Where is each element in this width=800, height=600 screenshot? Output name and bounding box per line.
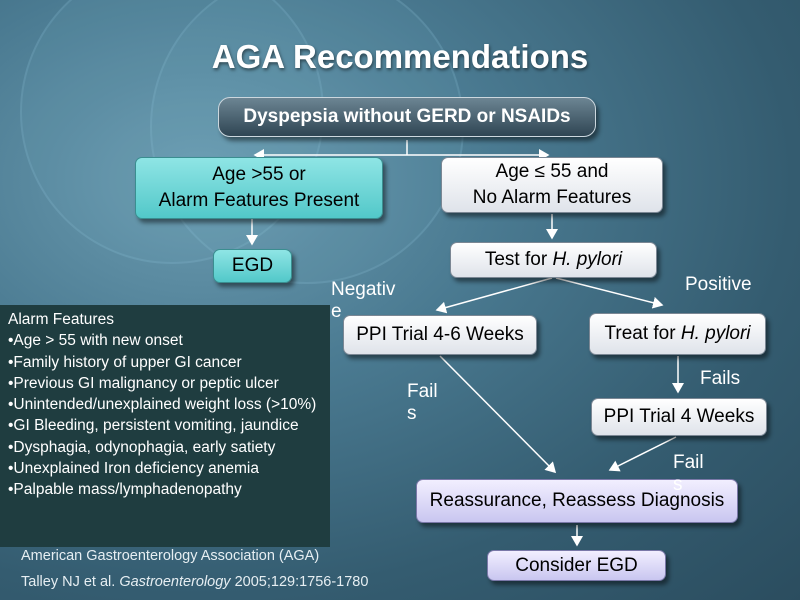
alarm-feature-item: •GI Bleeding, persistent vomiting, jaund… (8, 417, 299, 435)
node-test-h-pylori-prefix: Test for (484, 249, 553, 270)
node-ppi-trial-4-6-weeks: PPI Trial 4-6 Weeks (343, 315, 537, 355)
reference-talley-journal: Gastroenterology (119, 574, 231, 590)
node-age-55-or-less-line1: Age ≤ 55 and (495, 161, 609, 182)
arrow-ppi46-reassurance (439, 355, 557, 474)
arrow-ppi4-reassurance (608, 436, 677, 472)
edge-label-fails-bottom-line2: s (673, 474, 683, 495)
edge-label-negative-line2: e (331, 301, 342, 322)
node-test-h-pylori-italic: H. pylori (552, 249, 623, 270)
edge-label-fails-bottom: Fail s (673, 452, 704, 496)
arrow-test-positive (555, 277, 664, 309)
alarm-feature-item: •Previous GI malignancy or peptic ulcer (8, 374, 279, 392)
page-title: AGA Recommendations (211, 38, 589, 75)
edge-label-fails-left-line2: s (407, 403, 417, 424)
root-node-dyspepsia: Dyspepsia without GERD or NSAIDs (218, 97, 596, 137)
arrow-test-negative (435, 277, 553, 314)
node-treat-h-pylori-prefix: Treat for (604, 323, 681, 344)
alarm-feature-item: •Family history of upper GI cancer (8, 353, 242, 371)
reference-aga: American Gastroenterology Association (A… (21, 548, 320, 564)
node-age-over-55: Age >55 or Alarm Features Present (135, 157, 383, 219)
edge-label-negative: Negativ e (331, 279, 395, 323)
node-treat-h-pylori: Treat for H. pylori (589, 313, 766, 355)
node-age-over-55-line2: Alarm Features Present (158, 190, 360, 211)
reference-talley-authors: Talley NJ et al. (21, 574, 120, 590)
node-ppi-trial-4-weeks: PPI Trial 4 Weeks (591, 398, 767, 436)
node-treat-h-pylori-italic: H. pylori (680, 323, 751, 344)
alarm-feature-item: •Dysphagia, odynophagia, early satiety (8, 438, 276, 456)
alarm-feature-item: •Unintended/unexplained weight loss (>10… (8, 396, 317, 414)
background-circle-right (150, 0, 464, 284)
edge-label-fails-left: Fail s (407, 381, 438, 425)
edge-label-fails-left-line1: Fail (407, 381, 438, 402)
node-consider-egd: Consider EGD (487, 550, 666, 581)
alarm-feature-item: •Unexplained Iron deficiency anemia (8, 460, 259, 478)
node-reassurance: Reassurance, Reassess Diagnosis (416, 479, 738, 523)
node-age-55-or-less: Age ≤ 55 and No Alarm Features (441, 157, 663, 213)
reference-talley: Talley NJ et al. Gastroenterology 2005;1… (21, 574, 368, 590)
edge-label-negative-line1: Negativ (331, 279, 396, 300)
alarm-feature-item: •Palpable mass/lymphadenopathy (8, 481, 242, 499)
alarm-feature-item: •Age > 55 with new onset (8, 332, 183, 350)
edge-label-fails-bottom-line1: Fail (673, 452, 704, 473)
edge-label-positive: Positive (685, 274, 752, 295)
node-age-over-55-line1: Age >55 or (212, 164, 306, 185)
alarm-features-heading: Alarm Features (8, 311, 114, 328)
node-age-55-or-less-line2: No Alarm Features (472, 187, 632, 208)
alarm-features-panel: Alarm Features •Age > 55 with new onset … (0, 305, 330, 547)
reference-talley-citation: 2005;129:1756-1780 (230, 574, 369, 590)
node-egd: EGD (213, 249, 292, 283)
edge-label-fails-right: Fails (700, 368, 741, 389)
node-test-h-pylori: Test for H. pylori (450, 242, 657, 278)
